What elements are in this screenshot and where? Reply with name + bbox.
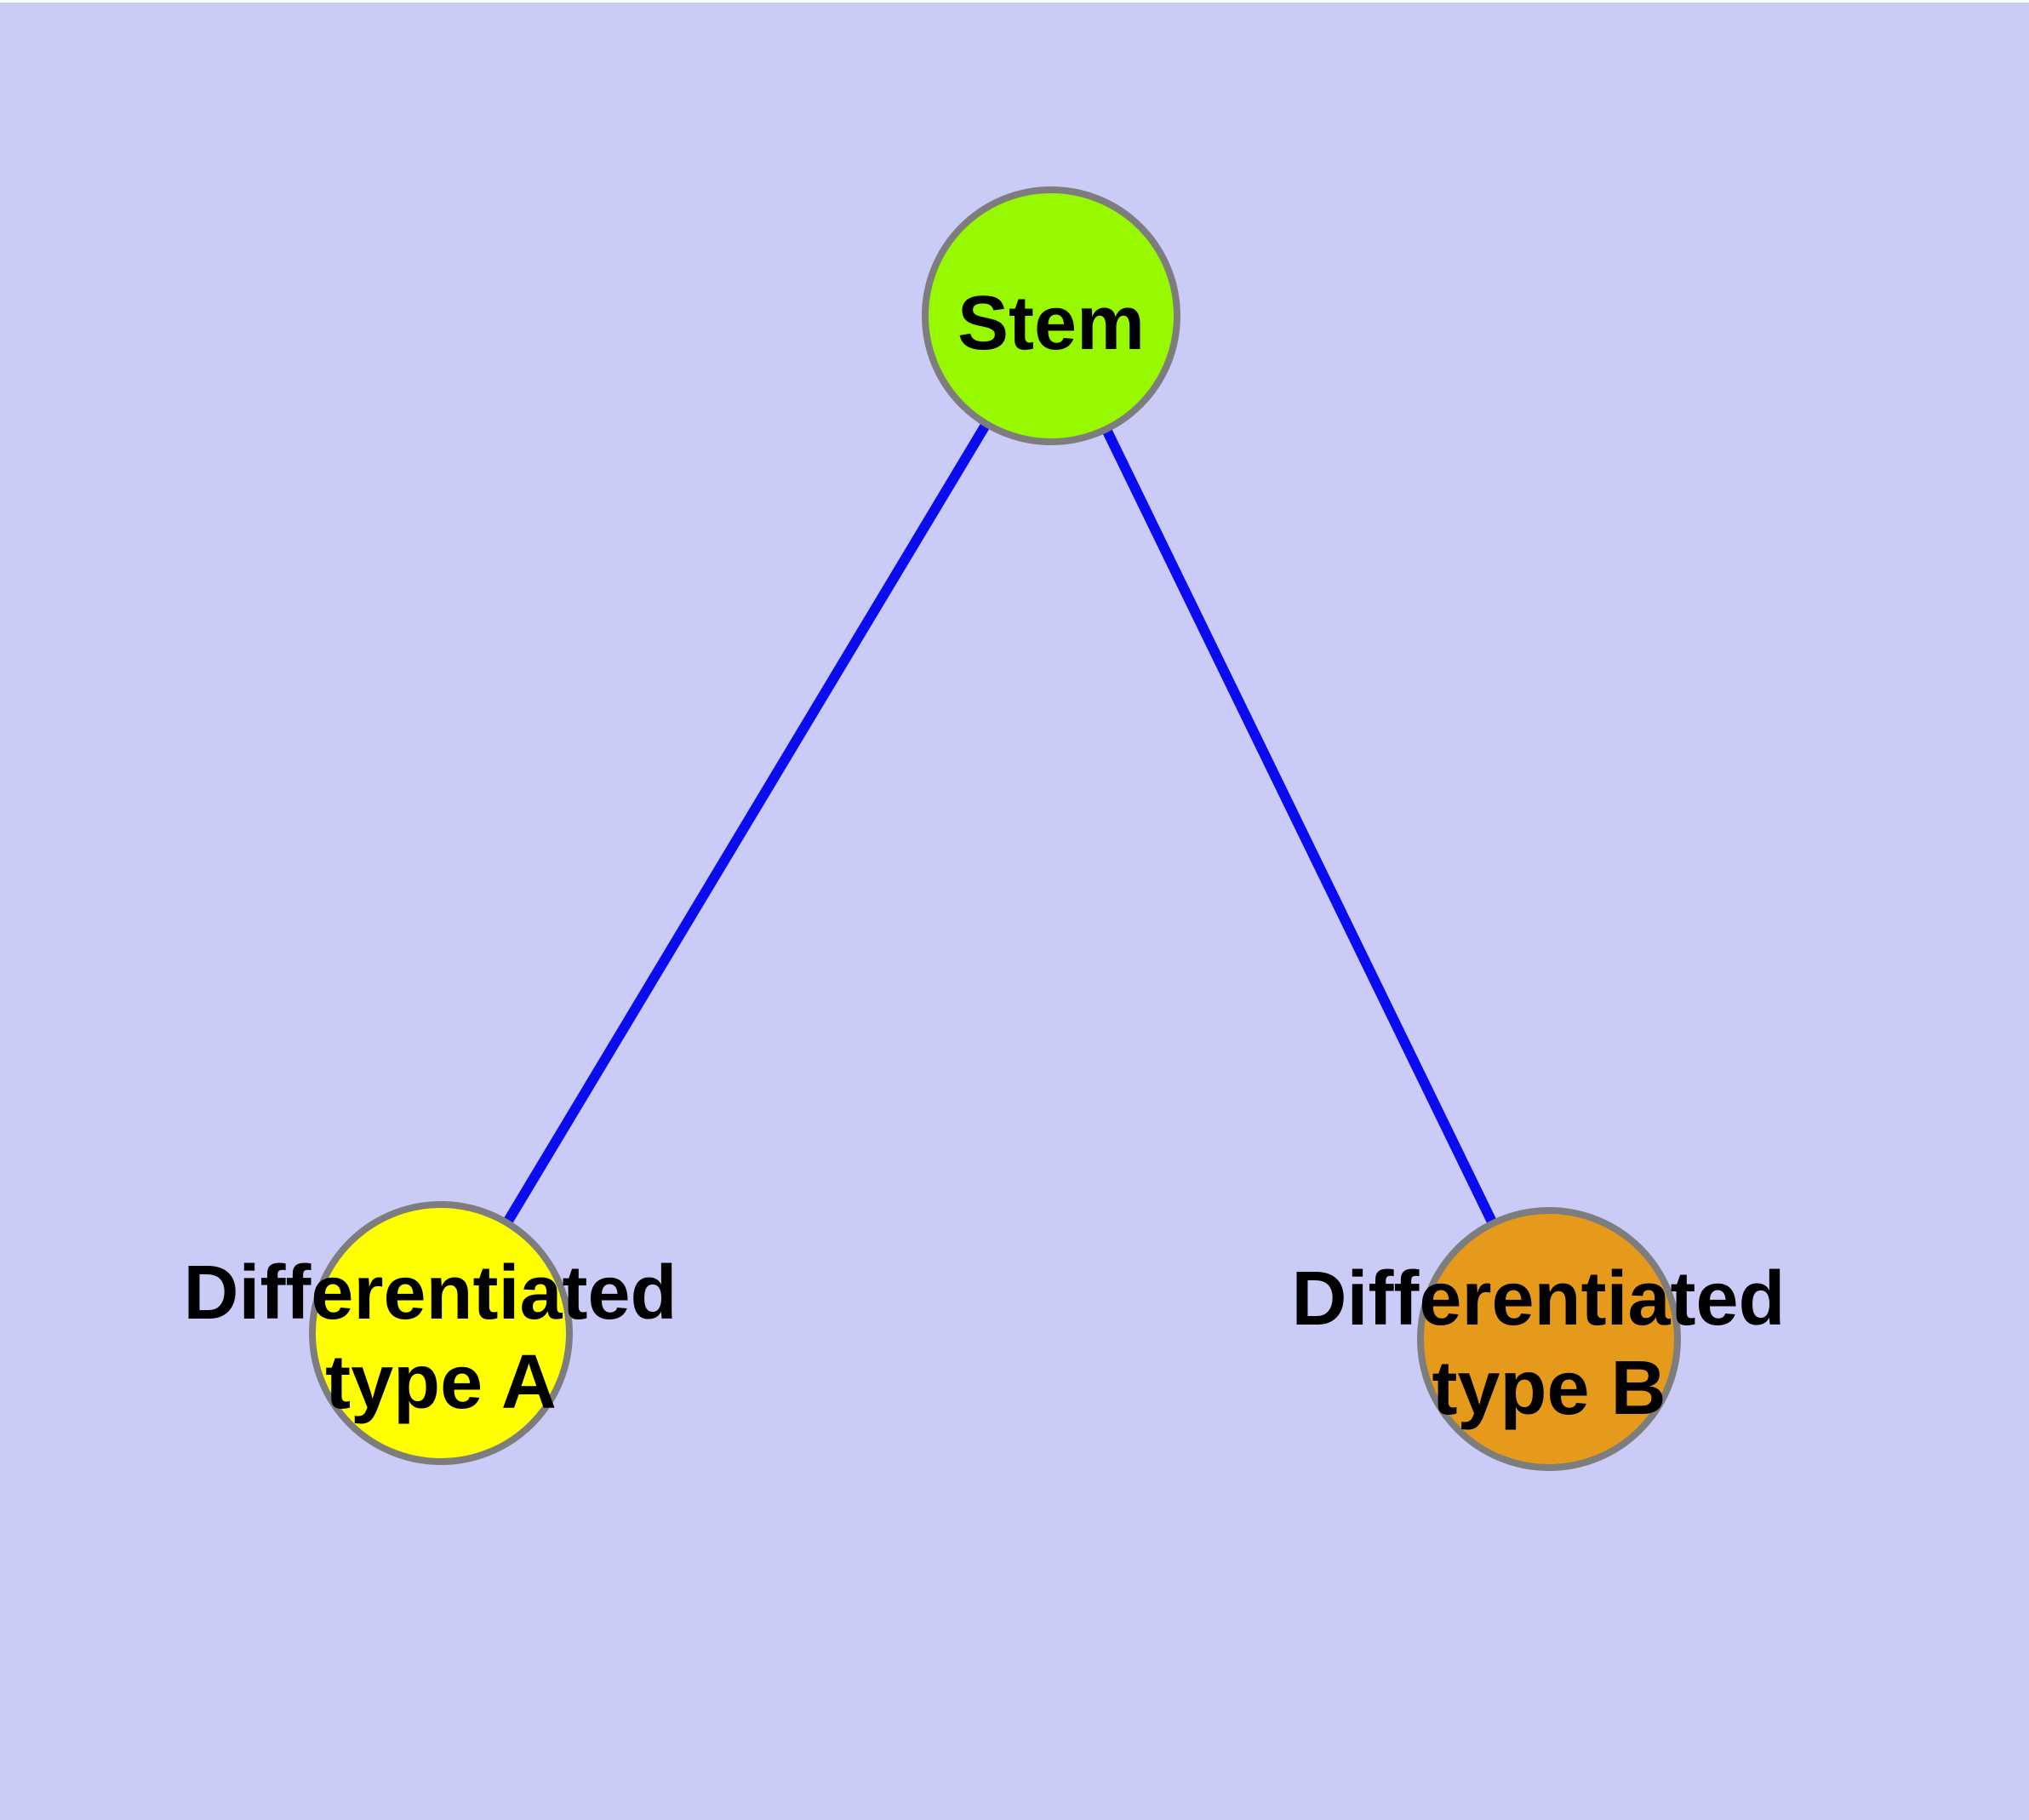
node-label-line: type A [325, 1340, 557, 1425]
node-label-type-b: Differentiated type B [1291, 1256, 1806, 1431]
edge-stem-to-type-a [436, 312, 1056, 1336]
edge-stem-to-type-b [1046, 313, 1554, 1342]
node-label-line: Stem [957, 281, 1145, 366]
node-label-line: Differentiated [183, 1251, 677, 1336]
node-stem [922, 186, 1180, 445]
node-label-line: type B [1432, 1346, 1666, 1431]
node-type-a [309, 1201, 573, 1465]
node-label-stem: Stem [957, 281, 1145, 366]
node-label-line: Differentiated [1291, 1256, 1785, 1342]
node-type-b [1417, 1207, 1681, 1471]
node-label-type-a: Differentiated type A [183, 1251, 698, 1425]
